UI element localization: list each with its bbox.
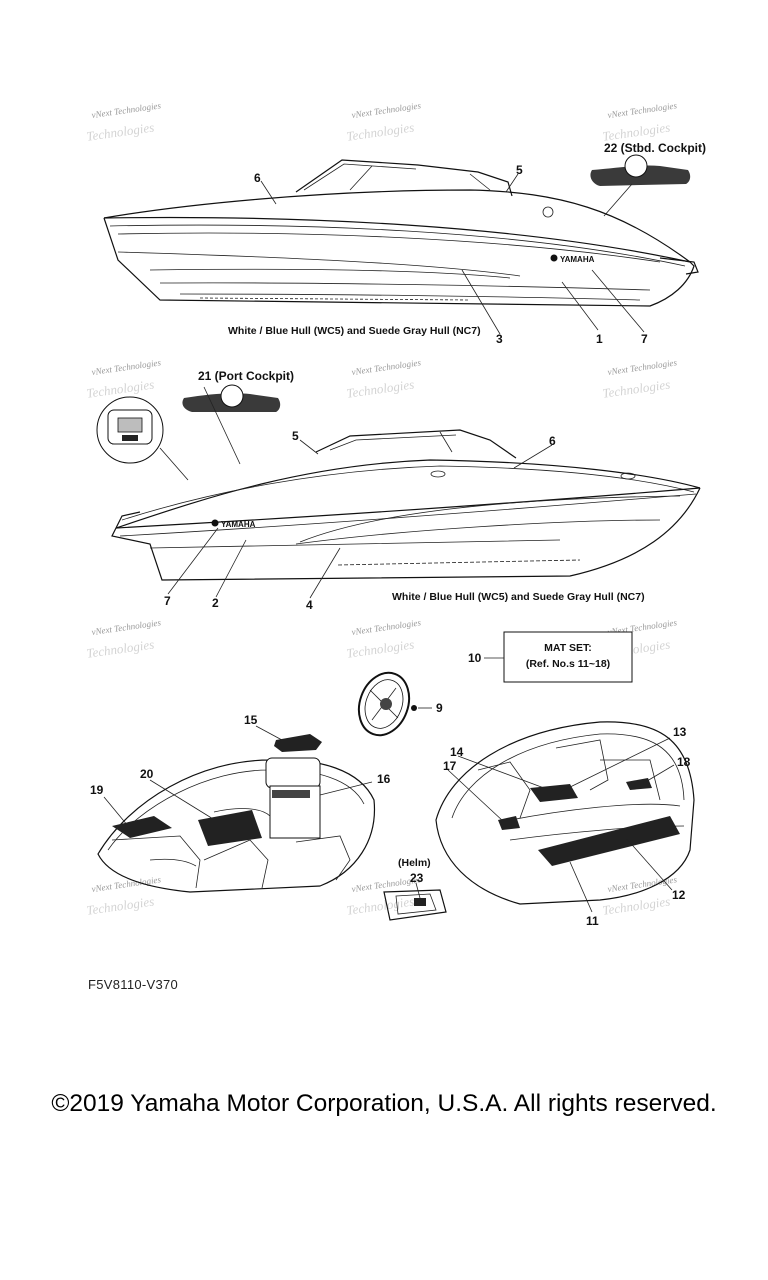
copyright-notice: ©2019 Yamaha Motor Corporation, U.S.A. A…: [51, 1090, 717, 1117]
callout-16: 16: [377, 772, 391, 786]
seat-detail-inset: [96, 396, 164, 464]
callout-22: 22 (Stbd. Cockpit): [604, 141, 706, 155]
helm-panel-drawing: [383, 882, 447, 921]
watermark-ghost: Technologies: [85, 377, 155, 401]
porthole: [542, 206, 554, 218]
watermark: vNext Technologies: [91, 100, 162, 120]
callout-9: 9: [436, 701, 443, 715]
watermark-ghost: Technologies: [85, 894, 155, 918]
decal-16: [272, 790, 310, 798]
callout-7: 7: [641, 332, 648, 346]
callout-21: 21 (Port Cockpit): [198, 369, 294, 383]
brand-decal: YAMAHA: [560, 255, 595, 264]
mat-13: [530, 784, 578, 802]
watermark-ghost: Technologies: [345, 637, 415, 661]
mat-20: [198, 810, 262, 846]
callout-19: 19: [90, 783, 104, 797]
mat-15: [274, 734, 322, 752]
hull-caption-bottom: White / Blue Hull (WC5) and Suede Gray H…: [392, 591, 645, 603]
port-hull-drawing: YAMAHA: [111, 429, 701, 581]
watermark-ghost: Technologies: [601, 377, 671, 401]
watermark: vNext Technologies: [351, 617, 422, 637]
mat-17: [498, 816, 520, 830]
windshield-outline: [315, 429, 517, 459]
watermark: vNext Technologies: [607, 357, 678, 377]
middle-leader-lines: [159, 386, 553, 599]
watermark: vNext Technologies: [351, 100, 422, 120]
watermark: vNext Technologies: [91, 617, 162, 637]
callout-17: 17: [443, 759, 457, 773]
helm-caption: (Helm): [398, 857, 431, 869]
callout-10: 10: [468, 651, 482, 665]
watermark-ghost: Technologies: [85, 637, 155, 661]
callout-13: 13: [673, 725, 687, 739]
callout-3: 3: [496, 332, 503, 346]
watermark-ghost: Technologies: [85, 120, 155, 144]
stern-interior-drawing: [435, 721, 695, 905]
callout-5: 5: [516, 163, 523, 177]
yamaha-logo-icon: [550, 254, 558, 262]
hub-decal: [411, 705, 417, 711]
callout-20: 20: [140, 767, 154, 781]
callout-12: 12: [672, 888, 686, 902]
mat-set-title: MAT SET:: [544, 642, 592, 654]
stern-leader-lines: [447, 737, 675, 913]
callout-2: 2: [212, 596, 219, 610]
watermark-ghost: Technologies: [601, 894, 671, 918]
brand-decal: YAMAHA: [221, 520, 256, 529]
callout-1: 1: [596, 332, 603, 346]
mat-18: [626, 778, 652, 790]
mat-19: [112, 816, 172, 838]
callout-11: 11: [586, 914, 599, 928]
mat-set-box: MAT SET: (Ref. No.s 11~18): [484, 631, 633, 683]
starboard-hull-drawing: YAMAHA: [103, 159, 699, 307]
yamaha-logo-icon: [211, 519, 219, 527]
bow-interior-drawing: [97, 734, 376, 893]
callout-6: 6: [549, 434, 556, 448]
watermark-ghost: Technologies: [345, 894, 415, 918]
mat-11-12: [538, 816, 680, 866]
watermark: vNext Technologies: [607, 100, 678, 120]
mat-set-refs: (Ref. No.s 11~18): [526, 658, 610, 670]
top-leader-lines: [260, 173, 645, 335]
bow-leader-lines: [103, 725, 373, 827]
hull-caption-top: White / Blue Hull (WC5) and Suede Gray H…: [228, 325, 481, 337]
decal-22-stbd-cockpit: [590, 154, 691, 186]
watermark: vNext Technologies: [91, 357, 162, 377]
windshield-outline: [295, 159, 513, 197]
callout-6: 6: [254, 171, 261, 185]
callout-4: 4: [306, 598, 313, 612]
watermark-ghost: Technologies: [345, 120, 415, 144]
callout-14: 14: [450, 745, 464, 759]
watermark-ghost: Technologies: [345, 377, 415, 401]
callout-15: 15: [244, 713, 258, 727]
callout-5: 5: [292, 429, 299, 443]
decal-21-port-cockpit: [182, 384, 281, 412]
hull-outline: [111, 487, 701, 581]
decal-23: [414, 898, 426, 906]
callout-7: 7: [164, 594, 171, 608]
diagram-code: F5V8110-V370: [88, 977, 179, 992]
callout-18: 18: [677, 755, 691, 769]
watermark: vNext Technologies: [351, 357, 422, 377]
callout-23: 23: [410, 871, 424, 885]
hull-outline: [103, 217, 695, 307]
steering-wheel-drawing: [357, 671, 432, 737]
